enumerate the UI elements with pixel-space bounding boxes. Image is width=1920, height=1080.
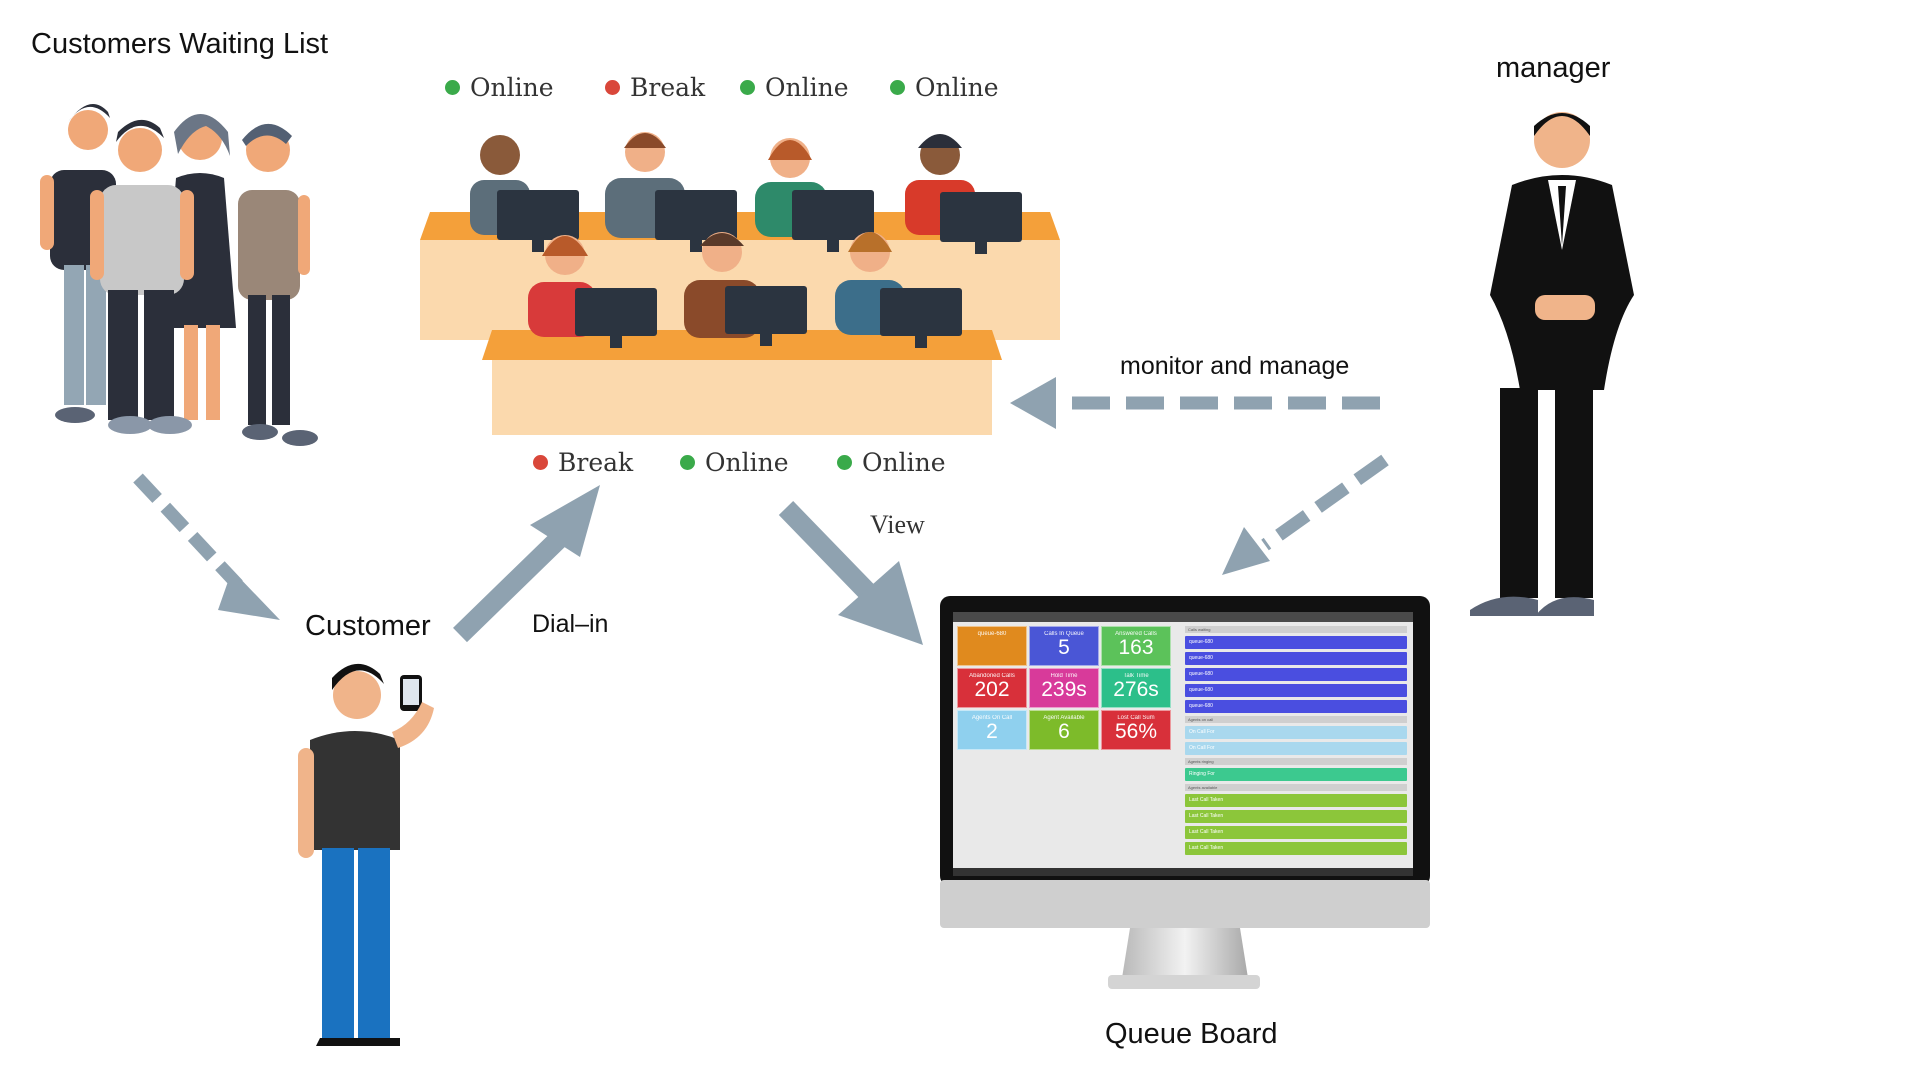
- queue-rows: Calls waiting queue-680 queue-680 queue-680…: [1185, 624, 1407, 858]
- queue-row: queue-680: [1185, 636, 1407, 649]
- arrow-manager-to-agents: [1010, 377, 1380, 429]
- stat-tile-title: Agent Available: [1043, 715, 1085, 721]
- status-text: Online: [915, 73, 999, 102]
- agent-status-3: Online: [740, 73, 848, 102]
- arrow-customer-dial-in: [453, 485, 600, 643]
- stat-tile: queue-680: [957, 626, 1027, 666]
- stat-tile-value: 6: [1058, 720, 1070, 743]
- agent-status-6: Online: [680, 448, 788, 477]
- queue-row: On Call For: [1185, 726, 1407, 739]
- stat-tile-value: 2: [986, 720, 998, 743]
- queue-section-header: Agents ringing: [1185, 758, 1407, 765]
- customers-waiting-group-illustration: [40, 104, 318, 446]
- status-text: Break: [630, 73, 706, 102]
- manager-label: manager: [1496, 52, 1611, 84]
- queue-board-label: Queue Board: [1105, 1018, 1278, 1050]
- stat-tile-title: Hold Time: [1050, 673, 1078, 679]
- stat-tile-title: Abandoned Calls: [969, 673, 1015, 679]
- stat-tile-value: 56%: [1114, 720, 1158, 743]
- queue-section-header: Agents on call: [1185, 716, 1407, 723]
- arrow-agents-to-board-view: [778, 501, 923, 645]
- monitor-manage-label: monitor and manage: [1120, 352, 1350, 380]
- agent-status-4: Online: [890, 73, 998, 102]
- stat-tile-value: 163: [1118, 636, 1154, 659]
- queue-row: queue-680: [1185, 668, 1407, 681]
- stat-tile-value: 239s: [1041, 678, 1087, 701]
- arrow-manager-to-board: [1222, 454, 1389, 575]
- call-center-agents-illustration: [420, 132, 1060, 435]
- view-label: View: [870, 510, 925, 539]
- manager-illustration: [1470, 112, 1634, 616]
- status-dot: [605, 80, 620, 95]
- status-text: Break: [558, 448, 634, 477]
- agent-status-2: Break: [605, 73, 705, 102]
- agent-status-1: Online: [445, 73, 553, 102]
- stat-tile-title: Lost Call Sum: [1117, 715, 1155, 721]
- status-text: Online: [705, 448, 789, 477]
- queue-row: queue-680: [1185, 684, 1407, 697]
- queue-row: Last Call Taken: [1185, 826, 1407, 839]
- queue-row: Last Call Taken: [1185, 794, 1407, 807]
- status-dot: [890, 80, 905, 95]
- stat-tile-title: queue-680: [977, 631, 1007, 637]
- stat-tile-value: 5: [1058, 636, 1070, 659]
- stat-tile-title: Agents On Call: [971, 715, 1013, 721]
- status-text: Online: [862, 448, 946, 477]
- status-text: Online: [765, 73, 849, 102]
- screen-toolbar: [953, 612, 1413, 622]
- screen-statusbar: [953, 868, 1413, 876]
- status-dot: [680, 455, 695, 470]
- queue-section-header: Calls waiting: [1185, 626, 1407, 633]
- queue-row: Last Call Taken: [1185, 810, 1407, 823]
- waiting-list-label: Customers Waiting List: [31, 28, 329, 60]
- stat-tile-value: 276s: [1113, 678, 1159, 701]
- queue-row: queue-680: [1185, 700, 1407, 713]
- status-dot: [740, 80, 755, 95]
- dial-in-label: Dial–in: [532, 610, 609, 638]
- queue-row: queue-680: [1185, 652, 1407, 665]
- status-dot: [837, 455, 852, 470]
- queue-row: Ringing For: [1185, 768, 1407, 781]
- queue-section-header: Agents available: [1185, 784, 1407, 791]
- queue-row: On Call For: [1185, 742, 1407, 755]
- stat-tile-value: 202: [974, 678, 1010, 701]
- queue-row: Last Call Taken: [1185, 842, 1407, 855]
- agent-status-7: Online: [837, 448, 945, 477]
- agent-status-5: Break: [533, 448, 633, 477]
- customer-on-phone-illustration: [298, 663, 434, 1046]
- stat-tile-title: Answered Calls: [1115, 631, 1157, 637]
- status-text: Online: [470, 73, 554, 102]
- status-dot: [445, 80, 460, 95]
- stat-tile-title: Talk Time: [1123, 673, 1149, 679]
- status-dot: [533, 455, 548, 470]
- stat-tile-title: Calls In Queue: [1044, 631, 1084, 637]
- customer-label: Customer: [305, 610, 431, 642]
- arrow-waiting-to-customer: [133, 473, 280, 620]
